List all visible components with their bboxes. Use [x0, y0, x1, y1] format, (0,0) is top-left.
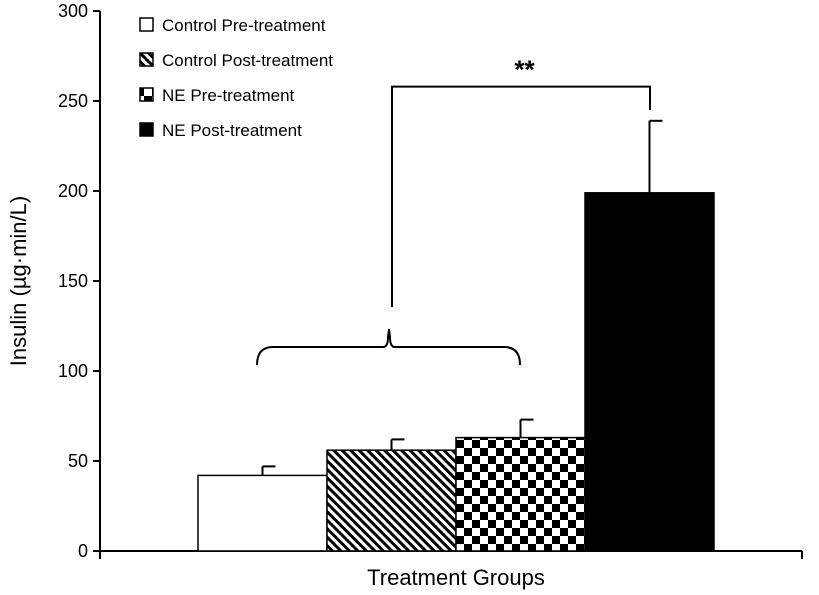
legend-swatch-4	[139, 122, 154, 137]
bar-2	[326, 449, 457, 552]
y-tick-label: 150	[58, 271, 88, 291]
bar-4	[584, 192, 715, 552]
significance-bracket	[256, 85, 651, 366]
x-axis-title: Treatment Groups	[367, 565, 545, 590]
legend-label-2: Control Post-treatment	[162, 51, 333, 70]
bars-group	[197, 192, 715, 552]
y-tick-label: 0	[78, 541, 88, 561]
bar-1	[197, 474, 328, 552]
bar-3	[455, 436, 586, 552]
y-tick-label: 250	[58, 91, 88, 111]
legend-swatch-2	[139, 52, 154, 67]
y-tick-label: 300	[58, 1, 88, 21]
legend-label-3: NE Pre-treatment	[162, 86, 295, 105]
y-axis-title: Insulin (µg·min/L)	[6, 196, 31, 366]
error-bars-group	[261, 119, 663, 476]
legend-swatch-3	[139, 87, 154, 102]
legend-label-1: Control Pre-treatment	[162, 16, 326, 35]
significance-label: **	[514, 55, 535, 85]
y-tick-label: 100	[58, 361, 88, 381]
y-tick-label: 50	[68, 451, 88, 471]
legend-label-4: NE Post-treatment	[162, 121, 302, 140]
legend-swatch-1	[139, 17, 154, 32]
significance-annotation: **	[256, 55, 651, 366]
y-tick-label: 200	[58, 181, 88, 201]
